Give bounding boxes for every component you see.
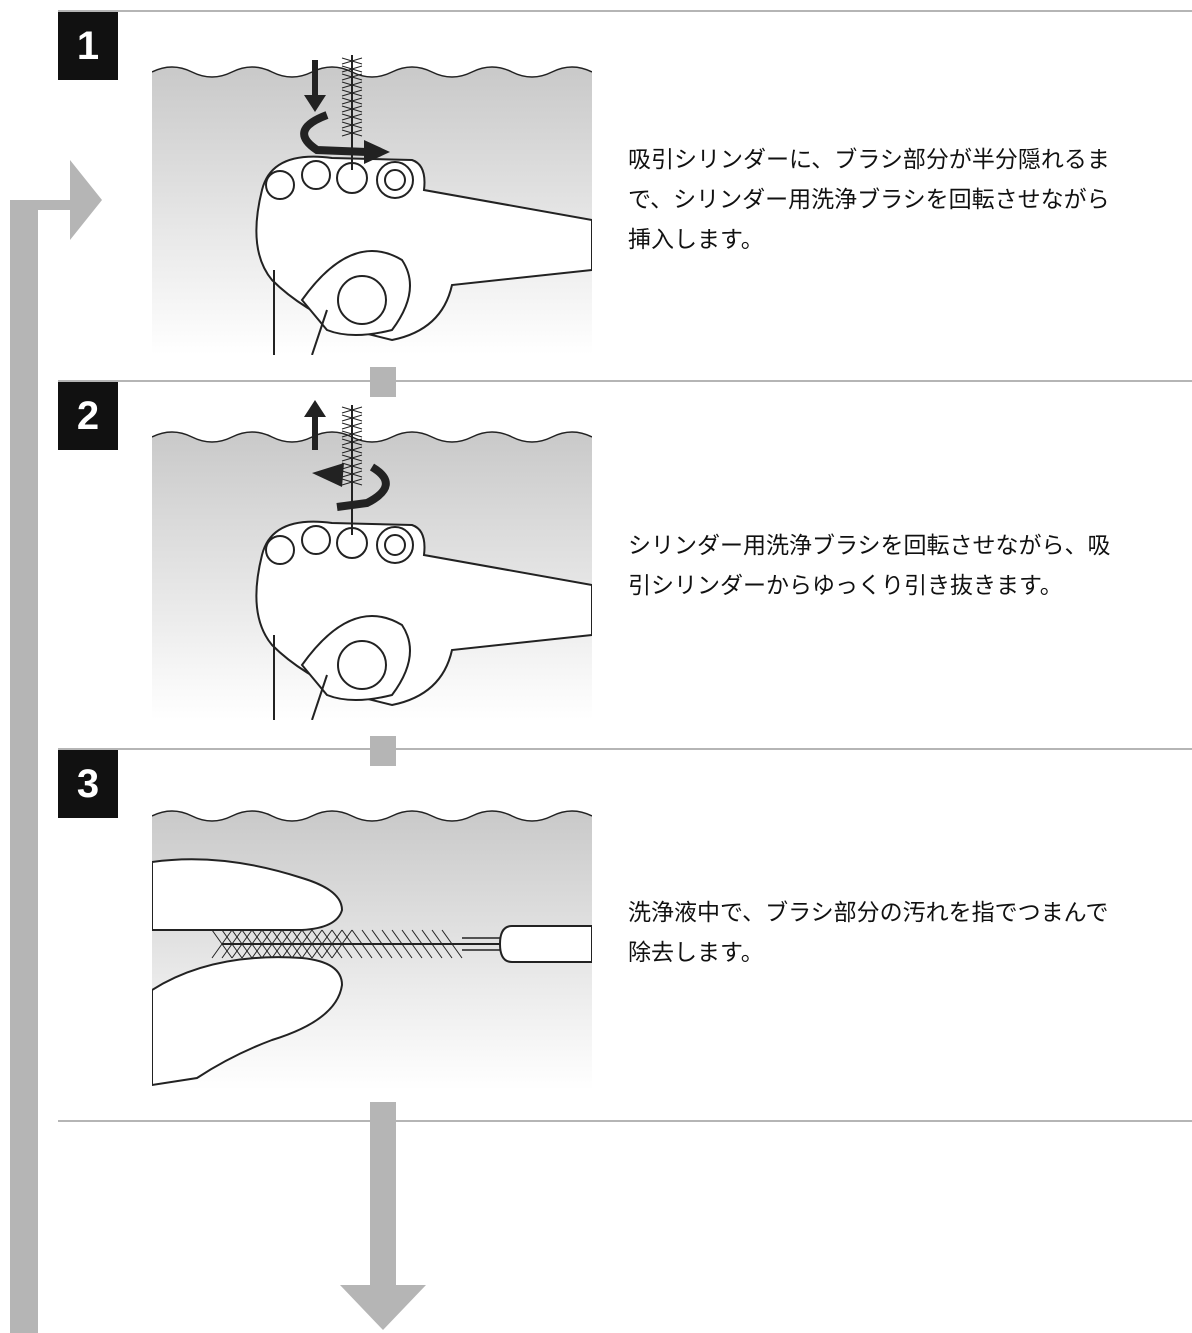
loop-back-arrow <box>10 160 102 1333</box>
step-2-instruction: シリンダー用洗浄ブラシを回転させながら、吸 引シリンダーからゆっくり引き抜きます… <box>628 526 1192 606</box>
step-divider <box>58 1120 1192 1122</box>
instruction-line: 除去します。 <box>628 940 764 966</box>
step-connector <box>370 367 396 397</box>
step-number-badge: 1 <box>58 12 118 80</box>
step-1-illustration <box>152 30 592 355</box>
step-connector <box>370 736 396 766</box>
step-number-badge: 3 <box>58 750 118 818</box>
instruction-line: 洗浄液中で、ブラシ部分の汚れを指でつまんで <box>628 900 1109 926</box>
instruction-line: 吸引シリンダーに、ブラシ部分が半分隠れるま <box>628 147 1110 173</box>
step-1-instruction: 吸引シリンダーに、ブラシ部分が半分隠れるま で、シリンダー用洗浄ブラシを回転させ… <box>628 140 1192 260</box>
instruction-line: で、シリンダー用洗浄ブラシを回転させながら <box>628 187 1110 213</box>
step-divider <box>58 380 1192 382</box>
step-3-illustration <box>152 770 592 1090</box>
step-divider <box>58 748 1192 750</box>
down-flow-arrow <box>340 1102 426 1330</box>
step-3-instruction: 洗浄液中で、ブラシ部分の汚れを指でつまんで 除去します。 <box>628 893 1192 973</box>
instruction-line: 挿入します。 <box>628 227 764 253</box>
step-number-badge: 2 <box>58 382 118 450</box>
instruction-line: 引シリンダーからゆっくり引き抜きます。 <box>628 573 1063 599</box>
step-divider <box>58 10 1192 12</box>
instruction-line: シリンダー用洗浄ブラシを回転させながら、吸 <box>628 533 1111 559</box>
step-2-illustration <box>152 395 592 720</box>
